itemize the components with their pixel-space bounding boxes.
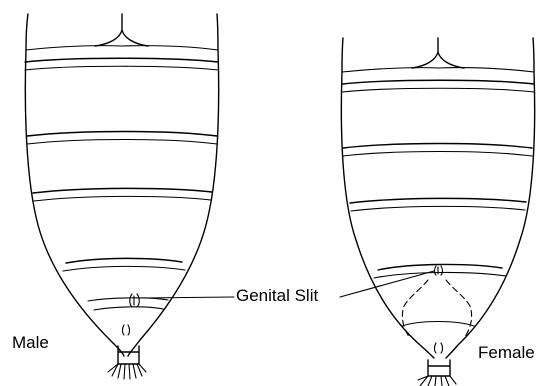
male-right-outline (128, 50, 219, 356)
female-dashed-plate-right (446, 280, 472, 338)
label-genital-slit: Genital Slit (236, 287, 318, 304)
female-dashed-plate-left (402, 280, 428, 338)
female-seg-2b (343, 152, 532, 157)
female-seg-4 (378, 264, 502, 270)
female-seg-1b (342, 88, 534, 92)
female-plate-arc (402, 322, 474, 327)
female-seg-3 (350, 198, 526, 203)
male-anal-mark (123, 325, 130, 335)
label-female: Female (478, 344, 535, 361)
female-seg-3b (351, 206, 525, 211)
male-genital-slit (130, 294, 140, 307)
male-top-band (26, 46, 218, 50)
female-abdomen (341, 38, 534, 386)
male-bristles (108, 364, 146, 379)
female-seg-4b (374, 272, 506, 278)
male-seg-1 (25, 58, 218, 62)
female-right-outline (446, 72, 535, 358)
male-seg-1b (25, 66, 218, 70)
label-male: Male (12, 334, 49, 351)
leader-line-male (141, 297, 234, 298)
male-abdomen (25, 14, 219, 379)
male-seg-3b (34, 196, 211, 201)
male-lower-line-2 (94, 307, 163, 310)
female-genital-slit (435, 266, 443, 275)
female-left-outline (341, 72, 434, 358)
male-seg-2b (27, 140, 217, 145)
male-seg-2 (27, 132, 217, 137)
female-bristles (418, 376, 456, 386)
female-top-right-edge (533, 38, 534, 72)
male-top-right-edge (217, 14, 218, 50)
male-seg-4 (66, 258, 182, 263)
male-seg-4b (63, 266, 185, 271)
male-left-outline (25, 50, 124, 356)
female-top-left-edge (342, 38, 343, 72)
leader-line-female (340, 271, 434, 297)
female-seg-1 (342, 80, 534, 84)
female-center-notch (412, 38, 464, 68)
male-center-notch (95, 14, 148, 46)
female-seg-2 (343, 144, 532, 149)
male-seg-3 (33, 188, 212, 193)
female-terminal-tube (428, 360, 450, 376)
male-top-left-edge (26, 14, 28, 50)
female-anal-mark (435, 343, 443, 353)
female-top-band (342, 68, 534, 72)
